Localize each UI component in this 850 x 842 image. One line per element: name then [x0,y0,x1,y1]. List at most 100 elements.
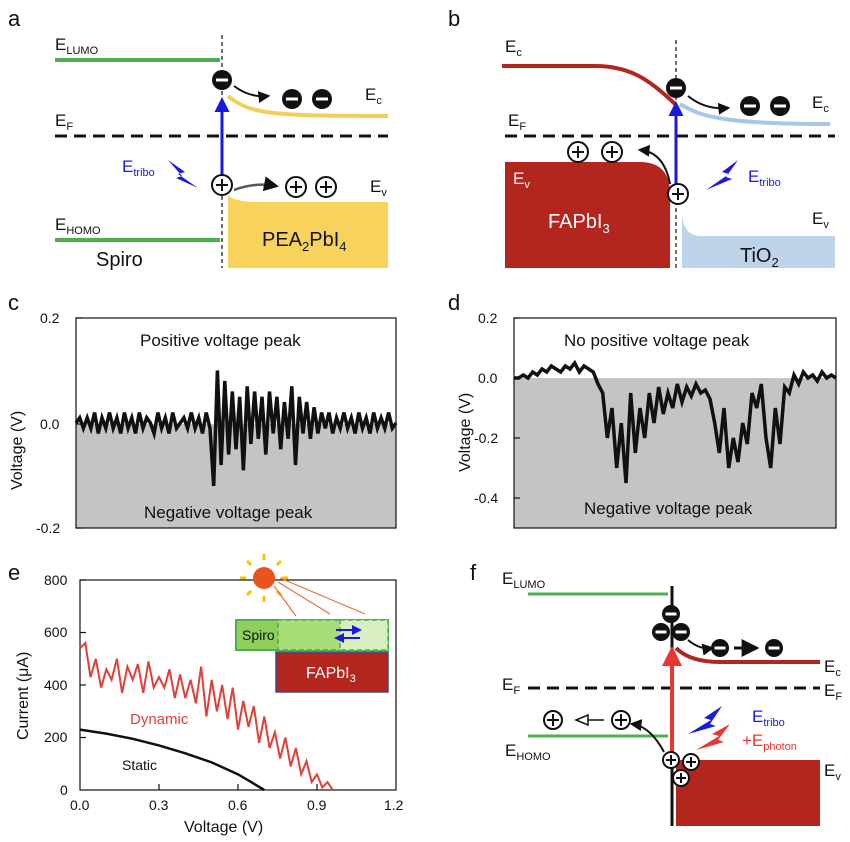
hole-icon [285,176,307,198]
panel-a: a ELUMO EF Ec PEA2PbI4 Ev EHOMO Spiro Et… [8,6,389,271]
x-axis-title: Voltage (V) [184,819,263,836]
x-tick-label: 0.3 [149,797,169,813]
panel-f: f ELUMO Ec EF EF EHOMO Ev Etribo +Ephoto… [470,560,842,826]
e-tribo-label: Etribo [752,707,785,729]
voltage-series-line [74,370,398,487]
e-homo-label: EHOMO [55,215,101,237]
hole-icon [662,751,680,769]
x-tick-label: 0.9 [307,797,327,813]
y-tick-label: 600 [44,624,68,640]
positive-peak-label: Positive voltage peak [140,331,301,350]
x-tick-label: 1.2 [384,797,404,813]
y-axis-title: Voltage (V) [457,393,474,472]
y-tick-label: -0.2 [36,520,60,536]
lightning-icon [168,160,198,188]
e-v-label: Ev [513,169,530,191]
inset-device: Spiro FAPbI3 [235,554,389,693]
electron-icon [770,96,790,116]
perovskite-block [228,195,388,268]
lightning-icon [706,160,738,190]
tio2-material-label: TiO2 [740,245,779,270]
e-tribo-label: Etribo [748,167,781,189]
hole-transfer-arrow [637,144,671,185]
e-f-label: EF [508,111,526,133]
electron-icon [740,96,760,116]
plot-frame [513,317,837,529]
e-c-label: Ec [365,85,382,107]
y-tick-label: 0.0 [40,416,60,432]
axis-ticks [80,579,318,790]
y-tick-label: 0.2 [40,310,60,326]
hole-icon [672,769,690,787]
hole-icon [611,710,631,730]
y-axis-title: Voltage (V) [9,411,26,490]
e-v-label: Ev [370,177,387,199]
e-f-label: EF [502,675,520,697]
tio2-block [682,215,835,268]
electron-transfer-arrow [687,95,731,115]
y-tick-label: 0.2 [478,310,498,326]
hole-drift-arrow [574,713,604,727]
y-tick-label: 200 [44,729,68,745]
e-lumo-label: ELUMO [502,569,546,591]
electron-icon [212,70,232,90]
e-f-right-label: EF [824,681,842,703]
electron-icon [312,89,332,109]
panel-c: c 0.2 0.0 -0.2 Voltage (V) Positive volt… [8,290,398,536]
y-axis-title: Current (μA) [15,652,32,740]
hole-icon [667,183,689,205]
panel-letter-d: d [448,290,460,315]
hole-transfer-arrow [629,719,665,753]
hole-icon [682,753,700,771]
e-c-label: Ec [824,657,841,679]
electron-icon [282,89,302,109]
hole-icon [601,141,623,163]
e-c-label-left: Ec [505,37,522,59]
e-tribo-label: Etribo [122,157,155,179]
dynamic-label: Dynamic [130,711,189,728]
e-c-label-right: Ec [812,93,829,115]
y-tick-label: 800 [44,572,68,588]
e-v-label-right: Ev [812,209,829,231]
electron-transfer-arrow [687,639,715,656]
inset-fapbi-label: FAPbI3 [306,665,356,685]
e-v-label: Ev [824,761,841,783]
e-lumo-label: ELUMO [55,35,99,57]
panel-letter-c: c [8,290,19,315]
voltage-series-line [514,359,837,484]
electron-icon [672,623,690,641]
hole-icon [543,710,563,730]
electron-icon [666,78,686,98]
e-homo-label: EHOMO [505,741,551,763]
pea-material-label: PEA2PbI4 [262,229,347,254]
panel-letter-f: f [470,560,477,585]
conduction-band-left [502,64,677,106]
electron-icon [765,639,783,657]
dynamic-series-line [79,640,334,791]
negative-peak-label: Negative voltage peak [144,503,313,522]
hole-transfer-arrow [233,176,279,192]
y-tick-label: 0 [60,782,68,798]
fapbi-material-label: FAPbI3 [548,211,610,236]
electron-icon [662,605,680,623]
static-series-line [79,728,265,792]
hole-icon [211,174,233,196]
panel-letter-a: a [8,6,21,31]
no-positive-peak-label: No positive voltage peak [564,331,750,350]
fapbi-block [676,760,820,826]
hole-icon [315,176,337,198]
y-tick-label: -0.2 [474,430,498,446]
electron-icon [652,623,670,641]
hole-icon [567,141,589,163]
x-tick-label: 0.6 [228,797,248,813]
e-f-label: EF [55,111,73,133]
y-tick-label: 400 [44,677,68,693]
panel-letter-e: e [8,560,20,585]
fapbi-block [505,162,670,268]
tribo-lightning-icon [688,706,722,734]
electron-icon [711,639,729,657]
conduction-band [226,94,389,118]
conduction-band [674,646,820,664]
negative-peak-label: Negative voltage peak [584,499,753,518]
